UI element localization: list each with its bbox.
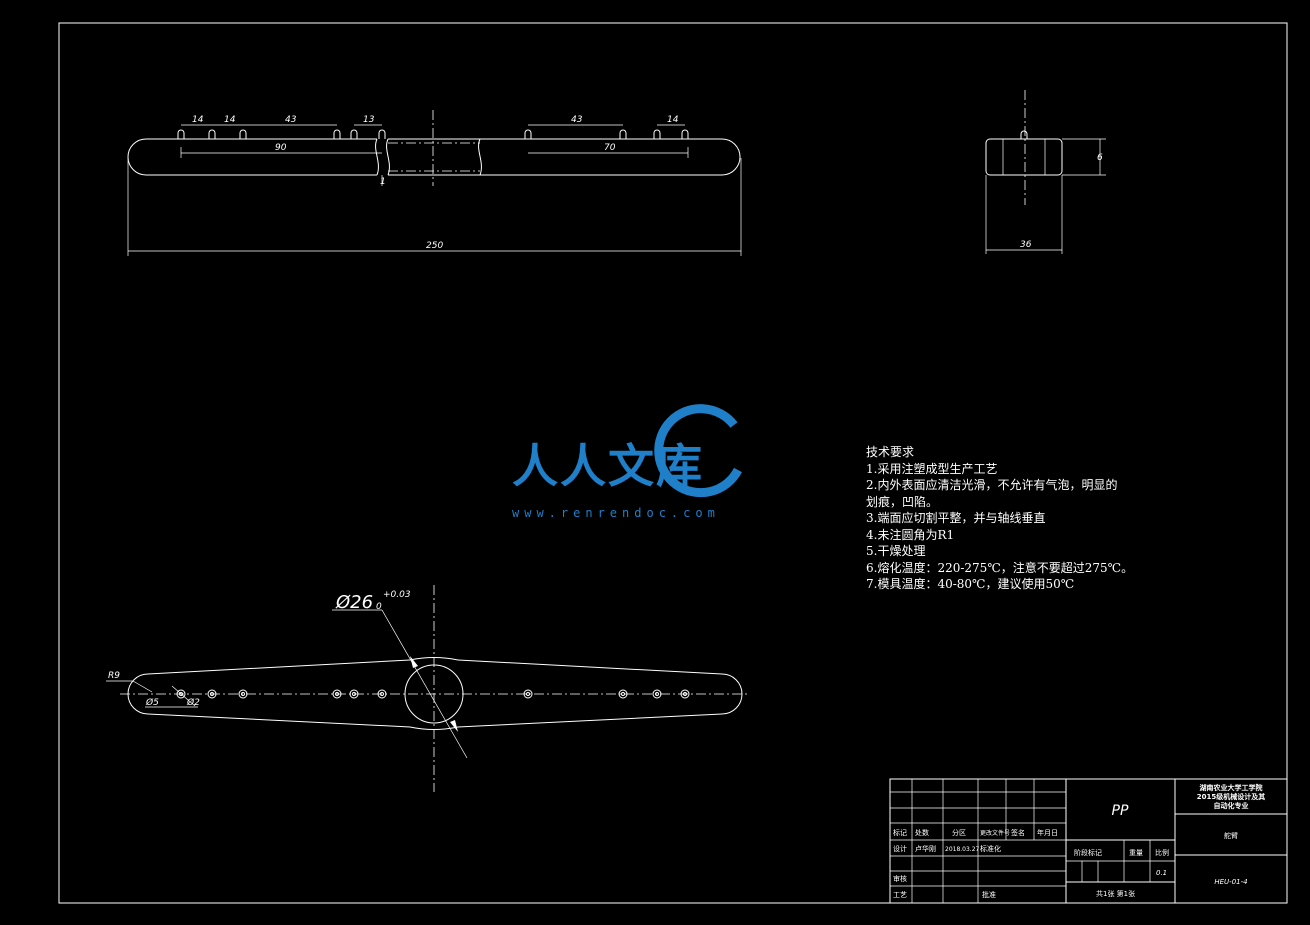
designer-name: 卢华刚 xyxy=(915,844,936,853)
dim-43-right: 43 xyxy=(571,115,583,125)
stage-label: 阶段标记 xyxy=(1074,848,1102,857)
scale-value: 0.1 xyxy=(1156,869,1167,877)
tech-item-7: 7.模具温度：40-80℃，建议使用50℃ xyxy=(866,577,1075,591)
dim-r9: R9 xyxy=(108,671,120,681)
dim-13: 13 xyxy=(363,115,375,125)
dim-dia2: Ø2 xyxy=(186,697,200,708)
dim-dia5: Ø5 xyxy=(145,697,159,708)
top-view xyxy=(106,585,750,792)
part-name: 舵臂 xyxy=(1224,831,1238,840)
tech-item-1: 1.采用注塑成型生产工艺 xyxy=(866,461,998,476)
hdr-change-doc: 更改文件号 xyxy=(980,829,1010,837)
watermark-url: www.renrendoc.com xyxy=(512,506,720,520)
dim-43-left: 43 xyxy=(285,115,297,125)
dim-90: 90 xyxy=(275,143,287,153)
weight-label: 重量 xyxy=(1129,849,1143,857)
dim-14-b: 14 xyxy=(224,115,236,125)
side-view xyxy=(985,90,1106,254)
tol-upper: +0.03 xyxy=(383,590,411,600)
dim-36: 36 xyxy=(1020,240,1032,250)
tech-item-3: 3.端面应切割平整，并与轴线垂直 xyxy=(866,511,1046,525)
drawing-border xyxy=(58,22,1288,904)
school-line-1: 湖南农业大学工学院 xyxy=(1200,783,1263,792)
process-label: 工艺 xyxy=(893,891,907,899)
tech-item-6: 6.熔化温度：220-275℃，注意不要超过275℃。 xyxy=(866,560,1134,575)
tech-requirements: 技术要求 1.采用注塑成型生产工艺 2.内外表面应清洁光滑，不允许有气泡，明显的… xyxy=(866,444,1133,593)
dim-dia26: Ø26 xyxy=(335,592,373,613)
hdr-zone: 分区 xyxy=(952,828,966,837)
dim-6: 6 xyxy=(1097,153,1103,163)
watermark-ring-icon xyxy=(654,404,742,498)
design-label: 设计 xyxy=(893,844,907,853)
title-block xyxy=(889,778,1288,904)
sheet-info: 共1张 第1张 xyxy=(1096,889,1135,898)
dim-250: 250 xyxy=(426,241,443,251)
school-line-2: 2015级机械设计及其 xyxy=(1197,792,1265,801)
tol-lower: 0 xyxy=(376,602,382,612)
dim-14-right: 14 xyxy=(667,115,679,125)
review-label: 审核 xyxy=(893,874,907,883)
front-view xyxy=(127,110,742,256)
tech-title: 技术要求 xyxy=(866,445,915,459)
watermark: 人人文库 www.renrendoc.com xyxy=(512,398,802,528)
tech-item-5: 5.干燥处理 xyxy=(866,544,926,558)
tech-item-4: 4.未注圆角为R1 xyxy=(866,527,955,542)
hdr-count: 处数 xyxy=(915,828,929,837)
tech-item-2: 2.内外表面应清洁光滑，不允许有气泡，明显的 xyxy=(866,478,1118,492)
dim-70: 70 xyxy=(604,143,616,153)
hdr-mark: 标记 xyxy=(893,828,907,837)
hdr-date: 年月日 xyxy=(1037,828,1058,837)
hdr-sign: 签名 xyxy=(1011,828,1025,837)
tech-item-2-cont: 划痕，凹陷。 xyxy=(866,494,939,509)
drawing-number: HEU-01-4 xyxy=(1214,878,1247,886)
design-date: 2018.03.27 xyxy=(945,846,980,853)
watermark-text: 人人文库 xyxy=(512,439,704,493)
standard-label: 标准化 xyxy=(980,844,1001,853)
dim-1: 1 xyxy=(380,177,386,187)
approve-label: 批准 xyxy=(982,890,996,899)
scale-label: 比例 xyxy=(1155,848,1169,857)
school-line-3: 自动化专业 xyxy=(1214,801,1249,810)
material-label: PP xyxy=(1112,803,1129,819)
dim-14-a: 14 xyxy=(192,115,204,125)
